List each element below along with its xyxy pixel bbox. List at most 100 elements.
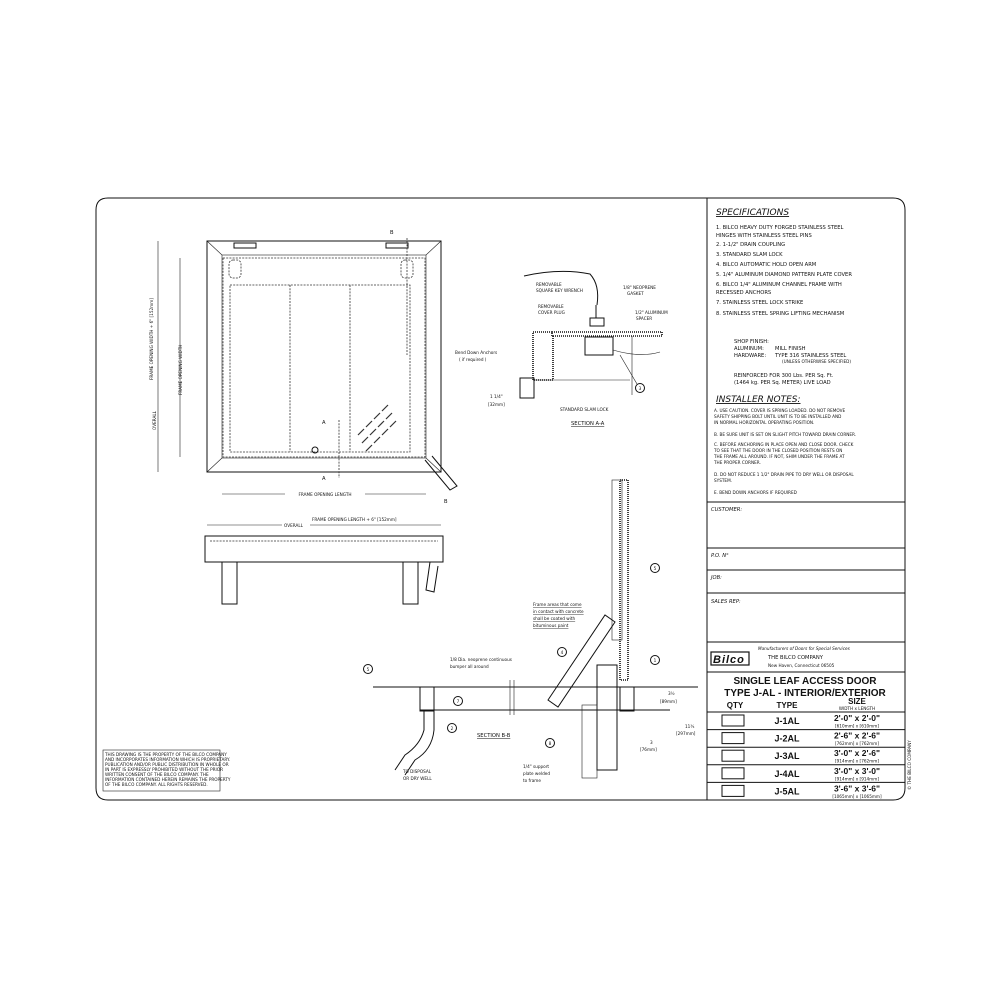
overall-length-label: OVERALL bbox=[284, 523, 304, 528]
proprietary-line: INFORMATION CONTAINED HEREIN REMAINS THE… bbox=[105, 777, 231, 782]
spec-item: 8. STAINLESS STEEL SPRING LIFTING MECHAN… bbox=[716, 311, 844, 317]
spec-item: 1. BILCO HEAVY DUTY FORGED STAINLESS STE… bbox=[716, 225, 844, 231]
note-line: E. BEND DOWN ANCHORS IF REQUIRED bbox=[714, 490, 797, 495]
proprietary-line: AND INCORPORATES INFORMATION WHICH IS PR… bbox=[105, 757, 230, 762]
row-size: 2'-0" x 2'-0" bbox=[834, 713, 880, 723]
row-size-metric: [610mm] x [610mm] bbox=[835, 724, 879, 729]
installer-notes-heading: INSTALLER NOTES: bbox=[716, 395, 801, 405]
note-line: C. BEFORE ANCHORING IN PLACE OPEN AND CL… bbox=[714, 442, 854, 447]
gasket-label: GASKET bbox=[627, 291, 644, 296]
proprietary-notice: THIS DRAWING IS THE PROPERTY OF THE BILC… bbox=[102, 749, 231, 792]
row-size-metric: [1065mm] x [1065mm] bbox=[832, 794, 882, 799]
aluminum-value: MILL FINISH bbox=[775, 346, 806, 352]
drawing-title: SINGLE LEAF ACCESS DOOR bbox=[734, 676, 878, 687]
sales-rep-field-label: SALES REP: bbox=[711, 599, 741, 605]
callout-5: 5 bbox=[654, 566, 657, 571]
job-field-label: JOB: bbox=[710, 575, 722, 581]
callouts: 5 4 1 5 7 2 8 bbox=[363, 563, 660, 748]
disposal-note: OR DRY WELL bbox=[403, 776, 432, 781]
row-type: J-1AL bbox=[774, 716, 800, 726]
dim-3: 3 bbox=[650, 740, 653, 745]
wrench-label: SQUARE KEY WRENCH bbox=[536, 288, 583, 293]
frame-opening-width-dim: FRAME OPENING WIDTH bbox=[178, 345, 183, 395]
proprietary-line: IN PART IS EXPRESSLY PROHIBITED WITHOUT … bbox=[105, 767, 223, 772]
proprietary-line: PUBLICATION AND/OR PUBLIC DISTRIBUTION I… bbox=[105, 762, 229, 767]
size-table: SINGLE LEAF ACCESS DOOR TYPE J-AL - INTE… bbox=[707, 676, 905, 799]
plan-view: A A B B OVERALL FRAME OPENING WIDTH + 6"… bbox=[149, 230, 458, 528]
note-line: B. BE SURE UNIT IS SET ON SLIGHT PITCH T… bbox=[714, 432, 856, 437]
support-note: 1/4" support bbox=[523, 764, 549, 769]
dim-11-75-mm: [297mm] bbox=[676, 731, 696, 736]
row-type: J-4AL bbox=[774, 769, 800, 779]
aluminum-label: ALUMINUM: bbox=[734, 346, 764, 352]
overall-width-dim: FRAME OPENING WIDTH + 6" [152mm] bbox=[149, 298, 154, 380]
dim-3-5: 3½ bbox=[668, 691, 675, 696]
spacer-label: SPACER bbox=[636, 316, 652, 321]
dim-3-5-mm: [89mm] bbox=[660, 699, 677, 704]
bilco-logo-text: Bilco bbox=[713, 654, 745, 666]
anchor-dim-mm: [32mm] bbox=[488, 402, 505, 407]
spacer-label: 1/2" ALUMINUM bbox=[635, 310, 668, 315]
note-line: IN NORMAL HORIZONTAL OPERATING POSITION. bbox=[714, 420, 814, 425]
row-size-metric: [914mm] x [914mm] bbox=[835, 776, 879, 781]
callout-7: 7 bbox=[457, 699, 460, 704]
anchors-label: ( if required ) bbox=[459, 357, 487, 362]
qty-input[interactable] bbox=[721, 749, 745, 762]
qty-input[interactable] bbox=[721, 732, 745, 745]
company-name: THE BILCO COMPANY bbox=[767, 655, 824, 661]
col-qty: QTY bbox=[727, 701, 744, 710]
company-address: New Haven, Connecticut 06505 bbox=[768, 663, 835, 668]
coating-note: bituminous paint bbox=[533, 623, 569, 628]
spec-item: 5. 1/4" ALUMINUM DIAMOND PATTERN PLATE C… bbox=[716, 272, 852, 278]
section-b-b: 5 4 1 5 7 2 8 Frame areas that come in c… bbox=[363, 479, 698, 783]
sheet-border bbox=[95, 197, 906, 801]
support-note: to frame bbox=[523, 778, 541, 783]
coating-note: Frame areas that come bbox=[533, 602, 582, 607]
row-type: J-5AL bbox=[774, 786, 800, 796]
callout-5: 5 bbox=[367, 667, 370, 672]
support-note: plate welded bbox=[523, 771, 550, 776]
installer-notes-block: INSTALLER NOTES: A. USE CAUTION. COVER I… bbox=[713, 395, 856, 495]
note-line: THE PROPER CORNER. bbox=[713, 460, 761, 465]
dim-11-75: 11¾ bbox=[685, 724, 694, 729]
side-elevation bbox=[204, 535, 444, 605]
section-a-a: 3 REMOVABLE SQUARE KEY WRENCH REMOVABLE … bbox=[455, 270, 668, 427]
customer-field-label: CUSTOMER: bbox=[711, 507, 742, 513]
qty-input[interactable] bbox=[721, 784, 745, 797]
bumper-note: bumper all around bbox=[450, 664, 489, 669]
dim-3-mm: [76mm] bbox=[640, 747, 657, 752]
row-size-metric: [762mm] x [762mm] bbox=[835, 741, 879, 746]
spec-item: 2. 1-1/2" DRAIN COUPLING bbox=[716, 242, 785, 248]
hardware-label: HARDWARE: bbox=[734, 353, 766, 359]
section-a-marker: A bbox=[322, 476, 326, 482]
callout-8: 8 bbox=[549, 741, 552, 746]
bumper-note: 1/8 Dia. neoprene continuous bbox=[450, 657, 512, 662]
row-size: 2'-6" x 2'-6" bbox=[834, 731, 880, 741]
note-line: SAFETY SHIPPING BOLT UNTIL UNIT IS TO BE… bbox=[714, 414, 841, 419]
section-b-marker: B bbox=[390, 230, 394, 236]
specifications-heading: SPECIFICATIONS bbox=[716, 208, 789, 218]
load-rating-metric: (1464 kg. PER Sq. METER) LIVE LOAD bbox=[734, 380, 831, 386]
qty-input[interactable] bbox=[721, 714, 745, 727]
disposal-note: TO DISPOSAL bbox=[402, 769, 432, 774]
qty-input[interactable] bbox=[721, 767, 745, 780]
diamond-pattern bbox=[357, 404, 397, 452]
anchors-label: Bend Down Anchors bbox=[455, 350, 497, 355]
spec-item: HINGES WITH STAINLESS STEEL PINS bbox=[716, 233, 812, 239]
gasket-label: 1/8" NEOPRENE bbox=[623, 285, 656, 290]
col-size: SIZE bbox=[848, 697, 866, 706]
coating-note: in contact with concrete bbox=[533, 609, 584, 614]
section-a-caption: STANDARD SLAM LOCK bbox=[560, 407, 609, 412]
proprietary-line: OF THE BILCO COMPANY. ALL RIGHTS RESERVE… bbox=[105, 782, 208, 787]
callout-1: 1 bbox=[654, 658, 657, 663]
bilco-logo bbox=[710, 651, 750, 666]
row-size: 3'-6" x 3'-6" bbox=[834, 783, 880, 793]
row-type: J-3AL bbox=[774, 751, 800, 761]
row-size: 3'-0" x 3'-0" bbox=[834, 766, 880, 776]
overall-width-label: OVERALL bbox=[152, 410, 157, 430]
hardware-note: (UNLESS OTHERWISE SPECIFIED) bbox=[782, 359, 851, 364]
callout-2: 2 bbox=[451, 726, 454, 731]
proprietary-line: THIS DRAWING IS THE PROPERTY OF THE BILC… bbox=[104, 752, 227, 757]
wrench-label: REMOVABLE bbox=[536, 282, 562, 287]
